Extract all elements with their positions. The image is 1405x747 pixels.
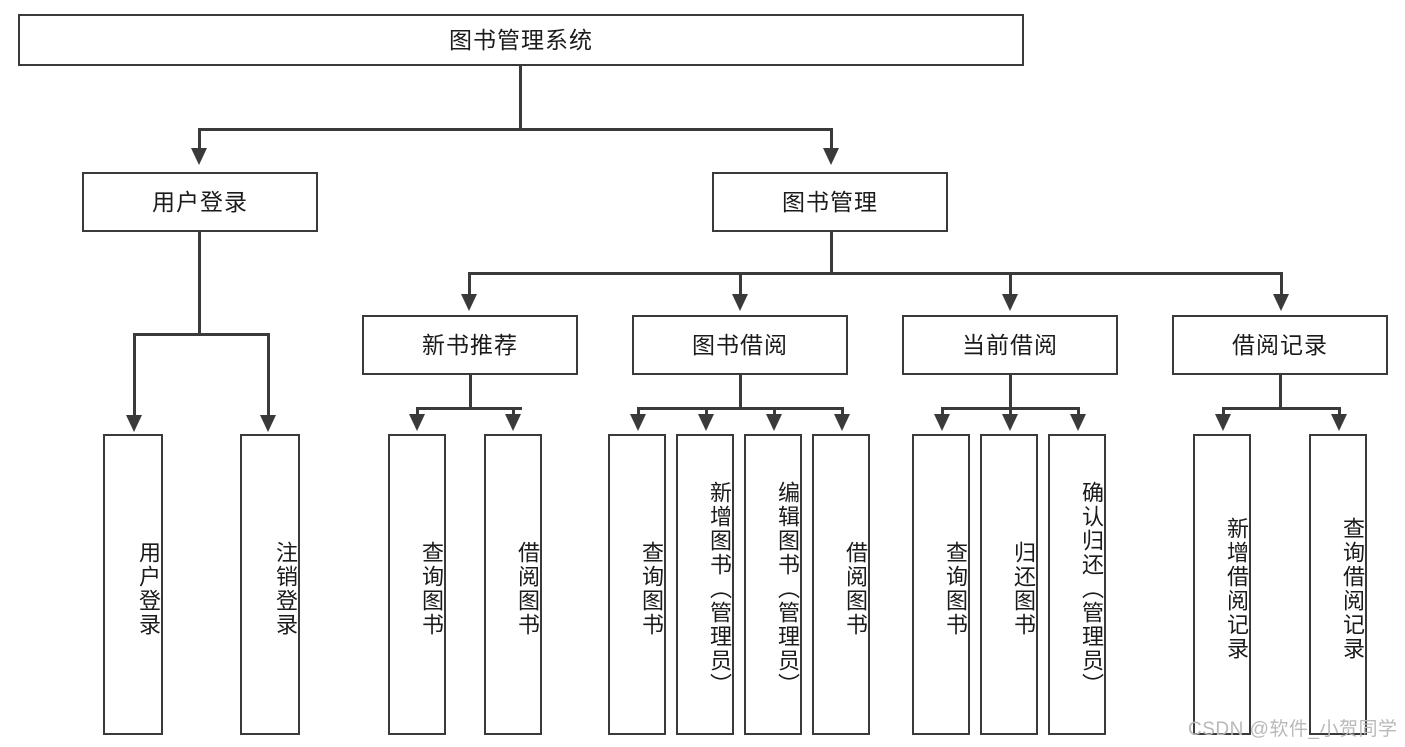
arrowhead-br-leaf1 [1215,414,1231,431]
connector-nbr-bus [416,407,522,410]
connector-bb-stem [739,375,742,409]
arrowhead-br-leaf2 [1331,414,1347,431]
arrowhead-bb-leaf2 [698,414,714,431]
node-book-management[interactable]: 图书管理 [712,172,948,232]
leaf-user-login-login[interactable]: 用户登录 [103,434,163,735]
connector-bb-bus [637,407,842,410]
leaf-user-login-logout[interactable]: 注销登录 [240,434,300,735]
connector-bm-to-new-book [468,272,471,296]
connector-br-stem [1279,375,1282,409]
node-label: 图书管理系统 [449,26,593,53]
arrowhead-cb-leaf2 [1002,414,1018,431]
arrowhead-book-management [823,148,839,165]
connector-cb-leaf2 [1009,407,1012,419]
arrowhead-book-borrow [732,294,748,311]
leaf-label: 新增借阅记录 [1224,516,1249,661]
node-label: 借阅记录 [1232,331,1328,358]
leaf-label: 查询借阅记录 [1340,516,1365,661]
leaf-label: 查询图书 [419,540,444,637]
connector-cb-stem [1009,375,1012,409]
connector-bm-to-current-borrow [1009,272,1012,296]
leaf-current-borrow-query-book[interactable]: 查询图书 [912,434,970,735]
arrowhead-leaf-logout [260,415,276,432]
node-label: 图书管理 [782,188,878,215]
node-label: 当前借阅 [962,331,1058,358]
leaf-borrow-record-add-record[interactable]: 新增借阅记录 [1193,434,1251,735]
arrowhead-cb-leaf1 [934,414,950,431]
arrowhead-leaf-user-login [126,415,142,432]
leaf-label: 借阅图书 [843,540,868,637]
node-current-borrow[interactable]: 当前借阅 [902,315,1118,375]
connector-cb-leaf1 [941,407,944,419]
leaf-current-borrow-confirm-return-admin[interactable]: 确认归还（管理员） [1048,434,1106,735]
connector-user-login-leaf1 [133,333,136,417]
connector-nbr-leaf2 [512,407,515,419]
arrowhead-bb-leaf1 [630,414,646,431]
node-label: 用户登录 [152,188,248,215]
leaf-label: 借阅图书 [515,540,540,637]
node-label: 新书推荐 [422,331,518,358]
connector-bm-to-book-borrow [739,272,742,296]
connector-user-login-stem [198,232,201,335]
connector-user-login-bus [133,333,267,336]
leaf-label: 新增图书（管理员） [707,480,732,697]
leaf-borrow-record-query-record[interactable]: 查询借阅记录 [1309,434,1367,735]
connector-book-management-bus [468,272,1280,275]
node-root-book-management-system[interactable]: 图书管理系统 [18,14,1024,66]
arrowhead-cb-leaf3 [1070,414,1086,431]
leaf-label: 确认归还（管理员） [1079,480,1104,697]
connector-bb-leaf1 [637,407,640,419]
arrowhead-borrow-record [1273,294,1289,311]
leaf-label: 用户登录 [136,540,161,637]
arrowhead-user-login [191,148,207,165]
leaf-book-borrow-borrow-book[interactable]: 借阅图书 [812,434,870,735]
connector-book-management-stem [830,232,833,274]
leaf-label: 注销登录 [273,540,298,637]
leaf-label: 编辑图书（管理员） [775,480,800,697]
leaf-label: 查询图书 [943,540,968,637]
node-label: 图书借阅 [692,331,788,358]
connector-root-stem [519,66,522,130]
connector-br-leaf1 [1222,407,1225,419]
connector-br-bus [1222,407,1338,410]
connector-br-leaf2 [1338,407,1341,419]
node-book-borrow[interactable]: 图书借阅 [632,315,848,375]
leaf-book-borrow-edit-book-admin[interactable]: 编辑图书（管理员） [744,434,802,735]
connector-nbr-stem [469,375,472,409]
connector-bb-leaf2 [705,407,708,419]
leaf-book-borrow-query-book[interactable]: 查询图书 [608,434,666,735]
connector-root-bus [198,128,832,131]
connector-bm-to-borrow-record [1280,272,1283,296]
connector-bb-leaf4 [841,407,844,419]
arrowhead-nbr-leaf2 [505,414,521,431]
connector-bb-leaf3 [773,407,776,419]
leaf-current-borrow-return-book[interactable]: 归还图书 [980,434,1038,735]
connector-user-login-leaf2 [267,333,270,417]
node-user-login[interactable]: 用户登录 [82,172,318,232]
leaf-new-book-query-book[interactable]: 查询图书 [388,434,446,735]
arrowhead-new-book-recommend [461,294,477,311]
arrowhead-bb-leaf4 [834,414,850,431]
node-borrow-record[interactable]: 借阅记录 [1172,315,1388,375]
arrowhead-bb-leaf3 [766,414,782,431]
arrowhead-nbr-leaf1 [409,414,425,431]
connector-nbr-leaf1 [416,407,419,419]
leaf-book-borrow-add-book-admin[interactable]: 新增图书（管理员） [676,434,734,735]
arrowhead-current-borrow [1002,294,1018,311]
leaf-label: 查询图书 [639,540,664,637]
leaf-new-book-borrow-book[interactable]: 借阅图书 [484,434,542,735]
connector-cb-leaf3 [1077,407,1080,419]
node-new-book-recommend[interactable]: 新书推荐 [362,315,578,375]
connector-root-to-book-management [830,128,833,150]
leaf-label: 归还图书 [1011,540,1036,637]
connector-root-to-user-login [198,128,201,150]
